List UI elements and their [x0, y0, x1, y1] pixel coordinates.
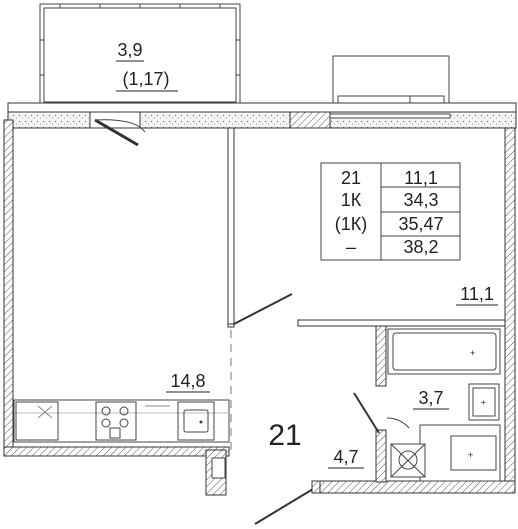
kitchen-area: 11,1 [460, 284, 494, 304]
table-living-area: 34,3 [403, 190, 438, 210]
exterior-wall-top [7, 102, 517, 129]
table-dash: – [346, 237, 356, 257]
table-euro-type: (1К) [335, 214, 367, 234]
wall-right [504, 127, 516, 494]
room-door [233, 293, 293, 325]
kitchen-counter [13, 399, 230, 443]
svg-text:+: + [468, 450, 473, 460]
bathroom-door [353, 392, 380, 434]
living-area: 14,8 [170, 371, 205, 391]
table-apartment-type: 1К [341, 190, 362, 210]
wall-bathroom-left [375, 325, 387, 387]
living-area-label: 14,8 [166, 371, 210, 393]
svg-text:+: + [470, 348, 475, 358]
bathroom-area-label: 3,7 [413, 388, 449, 410]
apartment-info-table: 21 1К (1К) – 11,1 34,3 35,47 38,2 [320, 162, 461, 261]
wall-left [3, 119, 14, 451]
apartment-number-large: 21 [268, 419, 301, 452]
kitchen-area-label: 11,1 [456, 284, 498, 306]
bathroom-area: 3,7 [418, 388, 443, 408]
bathtub: + [387, 328, 501, 375]
balcony-area-label: 3,9 (1,17) [116, 40, 178, 92]
entrance-door [254, 480, 321, 525]
balcony-door [94, 118, 146, 147]
wall-bathroom-left-lower [375, 429, 387, 483]
table-total-with-balcony: 38,2 [403, 237, 438, 257]
table-total-area: 35,47 [398, 214, 443, 234]
shaft [205, 449, 227, 496]
table-kitchen-area: 11,1 [404, 168, 438, 188]
svg-text:+: + [481, 398, 486, 407]
balcony-reduced-area: (1,17) [122, 69, 169, 89]
bathroom-fixtures: + [386, 417, 501, 482]
wall-bathroom-top [297, 319, 506, 327]
hall-area: 4,7 [333, 447, 358, 467]
hall-area-label: 4,7 [328, 447, 364, 469]
washbasin: + [468, 383, 500, 421]
balcony-area: 3,9 [117, 40, 142, 60]
table-apartment-number: 21 [341, 168, 361, 188]
wall-bottom-left [3, 446, 230, 457]
wall-bottom-right [317, 480, 516, 494]
partition-stub [227, 323, 235, 328]
partition-living-kitchen [227, 127, 235, 325]
